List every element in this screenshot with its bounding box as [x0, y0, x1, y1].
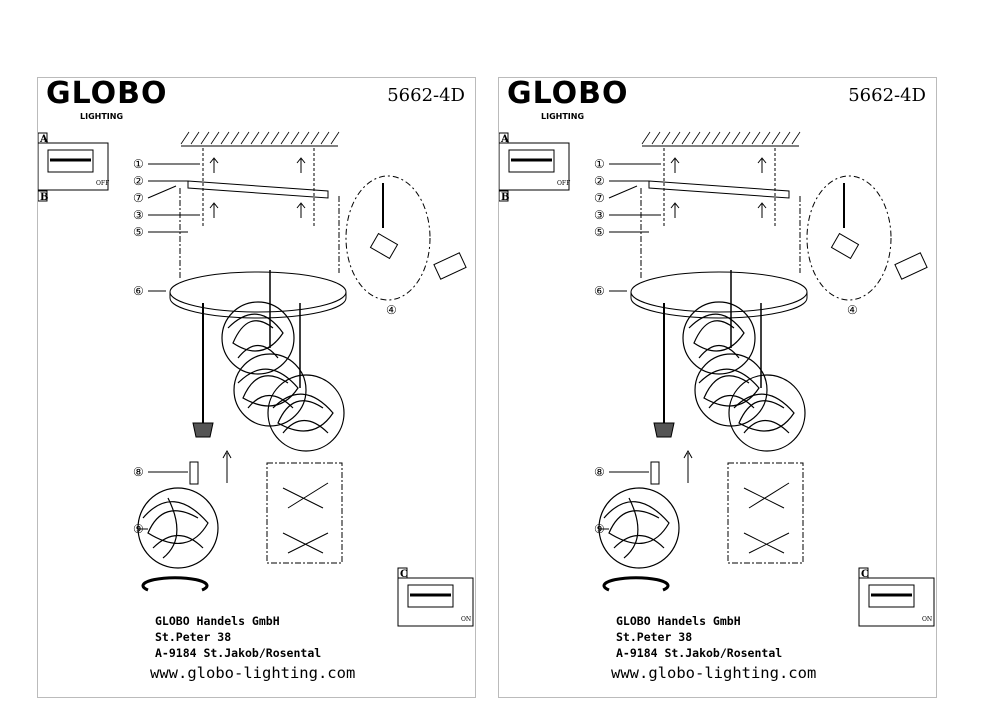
model-number: 5662-4D — [848, 85, 926, 106]
callout-8: ⑧ — [133, 465, 144, 479]
brand-logo-sub: LIGHTING — [80, 112, 124, 121]
arrow-up-icon — [209, 157, 306, 218]
mounting-bracket — [648, 180, 790, 199]
glove-warning-box — [727, 462, 804, 564]
off-label: OFF — [96, 180, 109, 187]
website-link[interactable]: www.globo-lighting.com — [150, 664, 356, 682]
canopy — [169, 271, 347, 313]
brand-logo-sub: LIGHTING — [541, 112, 585, 121]
address-line-city: A-9184 St.Jakob/Rosental — [616, 646, 783, 660]
assembly-diagram: A OFF B — [499, 131, 935, 627]
callout-3: ③ — [594, 208, 605, 222]
callout-6: ⑥ — [133, 284, 144, 298]
switch-on-panel — [397, 577, 474, 627]
wiring-detail — [345, 175, 431, 301]
step-b-box — [499, 190, 509, 202]
mounting-bracket — [187, 180, 329, 199]
callout-4: ④ — [847, 303, 858, 317]
callout-3: ③ — [133, 208, 144, 222]
address-line-city: A-9184 St.Jakob/Rosental — [155, 646, 322, 660]
breaker-icon — [868, 584, 915, 608]
on-label: ON — [922, 616, 932, 623]
terminal-block-icon — [894, 252, 928, 280]
callout-8: ⑧ — [594, 465, 605, 479]
step-a-label: A — [39, 134, 48, 145]
glove-warning-box — [266, 462, 343, 564]
callout-2: ② — [133, 174, 144, 188]
address-line-company: GLOBO Handels GmbH — [616, 614, 741, 628]
callout-5: ⑤ — [594, 225, 605, 239]
callout-2: ② — [594, 174, 605, 188]
step-b-label: B — [501, 192, 509, 203]
model-number: 5662-4D — [387, 85, 465, 106]
instruction-page: GLOBO LIGHTING 5662-4D A OFF B — [498, 77, 937, 698]
step-a-label: A — [500, 134, 509, 145]
off-label: OFF — [557, 180, 570, 187]
bulb-icon — [189, 461, 199, 485]
rotate-arrow-icon — [602, 576, 670, 592]
callout-1: ① — [133, 157, 144, 171]
breaker-icon — [508, 149, 555, 173]
brand-logo: GLOBO — [46, 76, 168, 111]
callout-4: ④ — [386, 303, 397, 317]
address-line-company: GLOBO Handels GmbH — [155, 614, 280, 628]
callout-5: ⑤ — [133, 225, 144, 239]
lamp-socket-icon — [653, 422, 675, 438]
step-c-label: C — [400, 569, 408, 580]
wiring-detail — [806, 175, 892, 301]
brand-logo: GLOBO — [507, 76, 629, 111]
on-label: ON — [461, 616, 471, 623]
step-b-box — [38, 190, 48, 202]
lamp-socket-icon — [192, 422, 214, 438]
address-line-street: St.Peter 38 — [616, 630, 693, 644]
terminal-block-icon — [830, 232, 860, 260]
callout-9: ⑨ — [594, 522, 605, 536]
canopy — [630, 271, 808, 313]
callout-9: ⑨ — [133, 522, 144, 536]
assembly-diagram: A OFF B — [38, 131, 474, 627]
rotate-arrow-icon — [141, 576, 209, 592]
step-c-label: C — [861, 569, 869, 580]
address-line-street: St.Peter 38 — [155, 630, 232, 644]
terminal-block-icon — [369, 232, 399, 260]
callout-1: ① — [594, 157, 605, 171]
wire-ball-shades — [137, 301, 345, 569]
callout-7: ⑦ — [133, 191, 144, 205]
switch-off-panel — [38, 142, 109, 191]
website-link[interactable]: www.globo-lighting.com — [611, 664, 817, 682]
step-b-label: B — [40, 192, 48, 203]
breaker-icon — [47, 149, 94, 173]
switch-off-panel — [499, 142, 570, 191]
wire-ball-shades — [598, 301, 806, 569]
bulb-icon — [650, 461, 660, 485]
breaker-icon — [407, 584, 454, 608]
instruction-page: GLOBO LIGHTING 5662-4D A OFF B — [37, 77, 476, 698]
callout-6: ⑥ — [594, 284, 605, 298]
callout-7: ⑦ — [594, 191, 605, 205]
arrow-up-icon — [670, 157, 767, 218]
switch-on-panel — [858, 577, 935, 627]
terminal-block-icon — [433, 252, 467, 280]
